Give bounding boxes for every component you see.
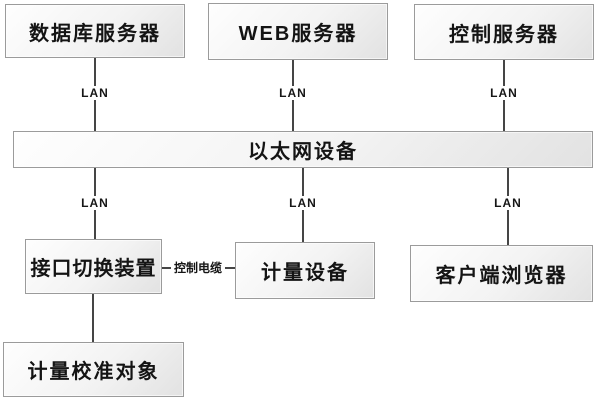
node-interface-switch: 接口切换装置 — [25, 239, 162, 294]
control-cable-label: 控制电缆 — [170, 261, 226, 275]
node-ethernet-device: 以太网设备 — [13, 131, 593, 168]
node-interface-switch-label: 接口切换装置 — [30, 258, 157, 280]
lan-label-web: LAN — [276, 86, 310, 100]
node-control-server: 控制服务器 — [414, 4, 594, 60]
node-client-browser: 客户端浏览器 — [410, 245, 593, 302]
edge-interface-to-calibration — [92, 294, 94, 342]
lan-label-metering: LAN — [286, 196, 320, 210]
node-client-browser-label: 客户端浏览器 — [435, 265, 568, 287]
node-control-server-label: 控制服务器 — [449, 23, 559, 46]
lan-label-control: LAN — [487, 86, 521, 100]
lan-label-interface: LAN — [78, 196, 112, 210]
node-calibration-object-label: 计量校准对象 — [27, 361, 160, 383]
node-web-server-label: WEB服务器 — [238, 23, 358, 45]
lan-label-db: LAN — [78, 86, 112, 100]
node-calibration-object: 计量校准对象 — [3, 342, 184, 397]
lan-label-client: LAN — [491, 196, 525, 210]
node-metering-device: 计量设备 — [235, 242, 375, 299]
node-ethernet-device-label: 以太网设备 — [248, 141, 358, 163]
node-web-server: WEB服务器 — [208, 3, 388, 60]
node-database-server-label: 数据库服务器 — [29, 22, 161, 45]
node-metering-device-label: 计量设备 — [261, 262, 349, 284]
node-database-server: 数据库服务器 — [5, 4, 185, 58]
